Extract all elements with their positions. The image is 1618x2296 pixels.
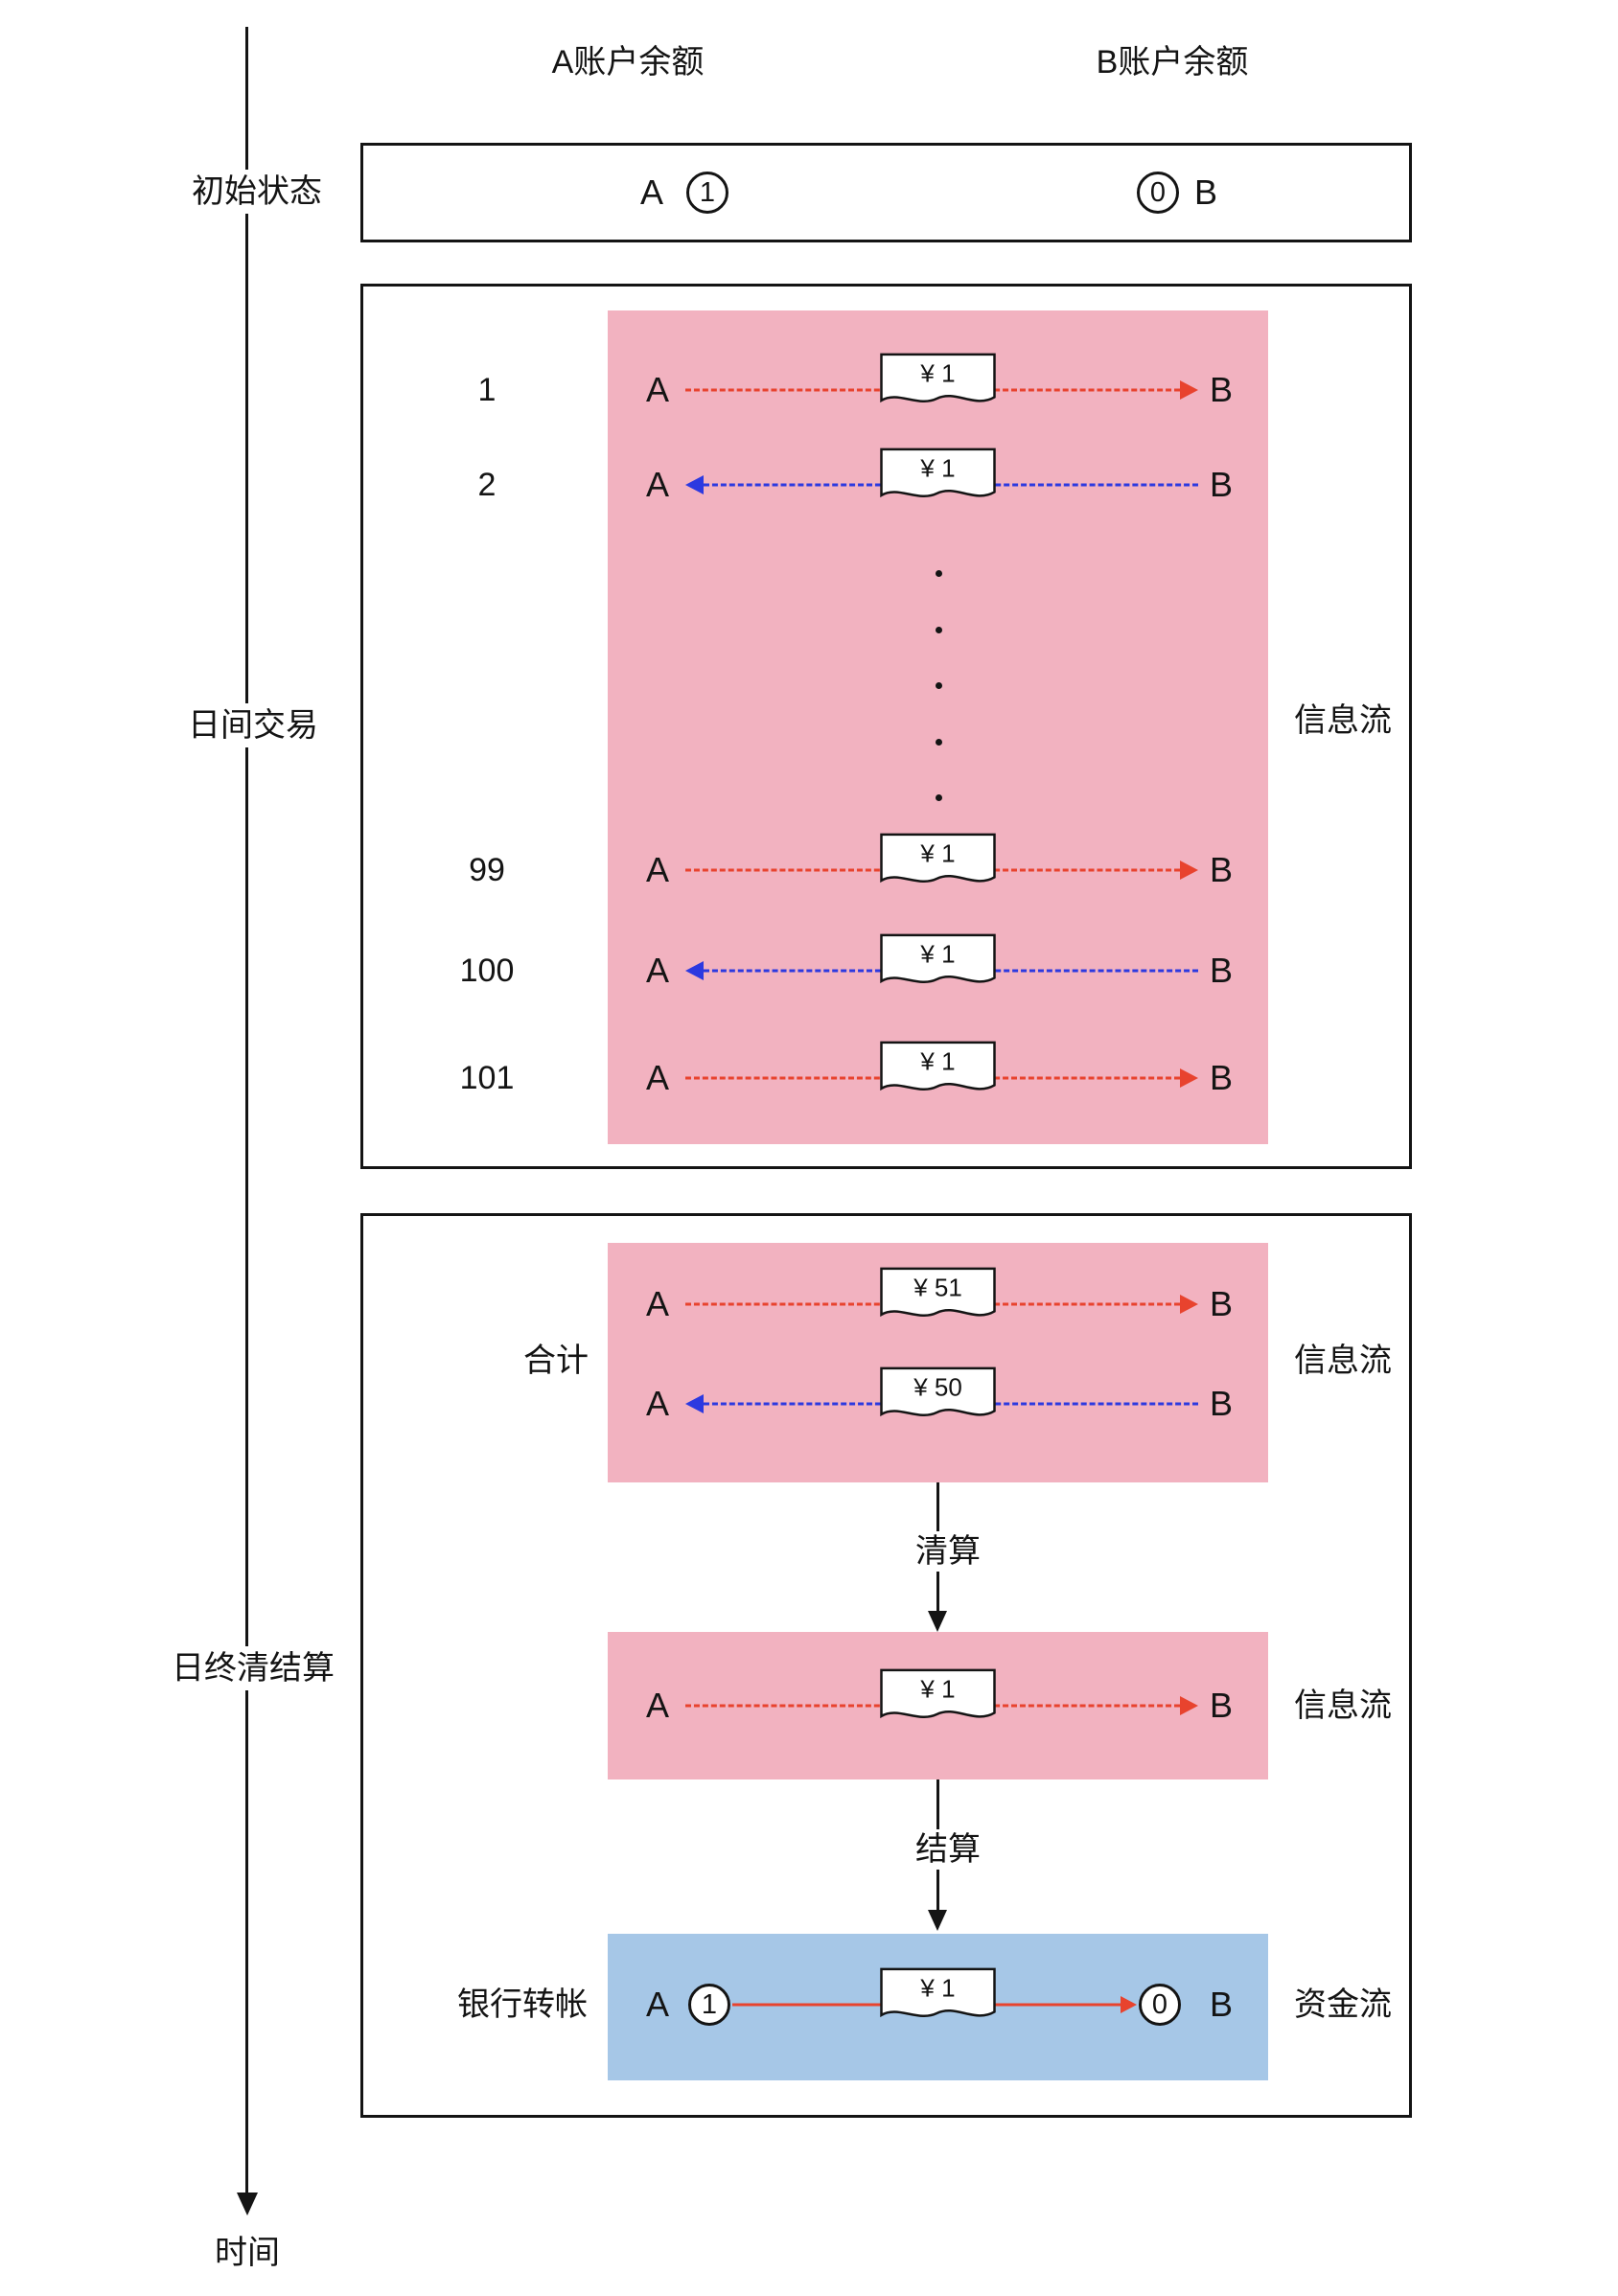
balance-circle-b: 0 [1137,172,1179,214]
receipt-icon: ¥ 50 [879,1366,997,1429]
settlement-arrowhead-icon [928,1910,947,1931]
transaction-number: 101 [459,1060,515,1096]
arrow-right-icon [1180,1696,1198,1715]
eod-clearing-settlement-box [360,1213,1412,2118]
account-b-label: B [1209,1058,1233,1097]
amount-label: ¥ 1 [920,1973,956,2003]
funds-flow-label: 资金流 [1294,1986,1392,2023]
arrow-left-icon [685,475,704,494]
account-b-label: B [1209,951,1233,990]
arrow-right-icon [1180,1295,1198,1314]
clearing-arrowhead-icon [928,1611,947,1632]
amount-label: ¥ 1 [920,838,956,868]
info-flow-label-totals: 信息流 [1294,1343,1392,1379]
account-a-label: A [639,172,663,212]
receipt-icon: ¥ 51 [879,1266,997,1329]
account-a-label: A [645,465,669,504]
account-a-label: A [645,1985,669,2024]
amount-label: ¥ 1 [920,358,956,388]
amount-label: ¥ 50 [913,1372,962,1402]
total-row-b-to-a: A ¥ 50 B [608,1366,1268,1437]
amount-label: ¥ 1 [920,939,956,969]
account-a-label: A [645,850,669,889]
account-a-label: A [645,1686,669,1725]
bank-transfer-row: A 1 ¥ 1 0 B [608,1967,1268,2038]
account-b-label: B [1209,1686,1233,1725]
clearing-label: 清算 [871,1531,1025,1572]
transaction-row-2: A ¥ 1 B [608,448,1268,518]
balance-circle-a: 1 [688,1984,730,2026]
stage-label-daytime-trading: 日间交易 [167,703,339,747]
balance-a-value: 1 [701,1988,718,2020]
account-a-label: A [645,951,669,990]
info-flow-label-daytime: 信息流 [1294,702,1392,739]
balance-circle-a: 1 [686,172,728,214]
balance-b-value: 0 [1151,1988,1168,2020]
totals-label: 合计 [523,1343,589,1379]
transaction-number: 2 [477,467,497,503]
receipt-icon: ¥ 1 [879,932,997,996]
transaction-number: 100 [459,953,515,989]
account-b-label: B [1209,1284,1233,1323]
column-header-account-b: B账户余额 [1096,44,1249,80]
bank-transfer-label: 银行转帐 [457,1986,588,2023]
ellipsis-dot [936,739,942,746]
receipt-icon: ¥ 1 [879,1667,997,1731]
receipt-icon: ¥ 1 [879,447,997,510]
account-b-label: B [1209,370,1233,409]
arrow-left-icon [685,1394,704,1413]
info-flow-label-net: 信息流 [1294,1688,1392,1724]
account-a-label: A [645,1284,669,1323]
balance-a-value: 1 [699,176,716,208]
transaction-row-101: A ¥ 1 B [608,1041,1268,1112]
receipt-icon: ¥ 1 [879,1040,997,1103]
account-a-label: A [645,1058,669,1097]
balance-circle-b: 0 [1139,1984,1181,2026]
daytime-trading-box [360,284,1412,1169]
transaction-number: 99 [469,852,505,888]
arrow-right-icon [1180,861,1198,880]
account-a-label: A [645,370,669,409]
ellipsis-dot [936,682,942,689]
account-b-label: B [1193,172,1217,212]
balance-b-value: 0 [1149,176,1167,208]
stage-label-eod-clearing-settlement: 日终清结算 [148,1646,358,1690]
initial-state-box [360,143,1412,242]
account-a-label: A [645,1384,669,1423]
settlement-label: 结算 [871,1829,1025,1870]
account-b-label: B [1209,1384,1233,1423]
account-b-label: B [1209,1985,1233,2024]
arrow-left-icon [685,961,704,980]
stage-label-initial-state: 初始状态 [171,170,343,214]
amount-label: ¥ 1 [920,1046,956,1076]
timeline-axis [245,27,248,2194]
amount-label: ¥ 1 [920,1674,956,1704]
receipt-icon: ¥ 1 [879,832,997,895]
ellipsis-dot [936,794,942,801]
column-header-account-a: A账户余额 [551,44,705,80]
transaction-number: 1 [477,372,497,408]
account-b-label: B [1209,465,1233,504]
arrow-right-icon [1180,1068,1198,1088]
ellipsis-dot [936,570,942,577]
receipt-icon: ¥ 1 [879,1966,997,2030]
ellipsis-dot [936,627,942,633]
net-row-a-to-b: A ¥ 1 B [608,1668,1268,1739]
amount-label: ¥ 1 [920,453,956,483]
timeline-label: 时间 [215,2235,280,2271]
receipt-icon: ¥ 1 [879,352,997,415]
arrow-right-icon [1180,380,1198,400]
total-row-a-to-b: A ¥ 51 B [608,1267,1268,1338]
timeline-arrowhead-icon [237,2193,258,2216]
account-b-label: B [1209,850,1233,889]
transaction-row-99: A ¥ 1 B [608,833,1268,904]
arrow-right-icon [1121,1996,1137,2013]
amount-label: ¥ 51 [913,1273,962,1302]
transaction-row-1: A ¥ 1 B [608,353,1268,424]
transaction-row-100: A ¥ 1 B [608,933,1268,1004]
